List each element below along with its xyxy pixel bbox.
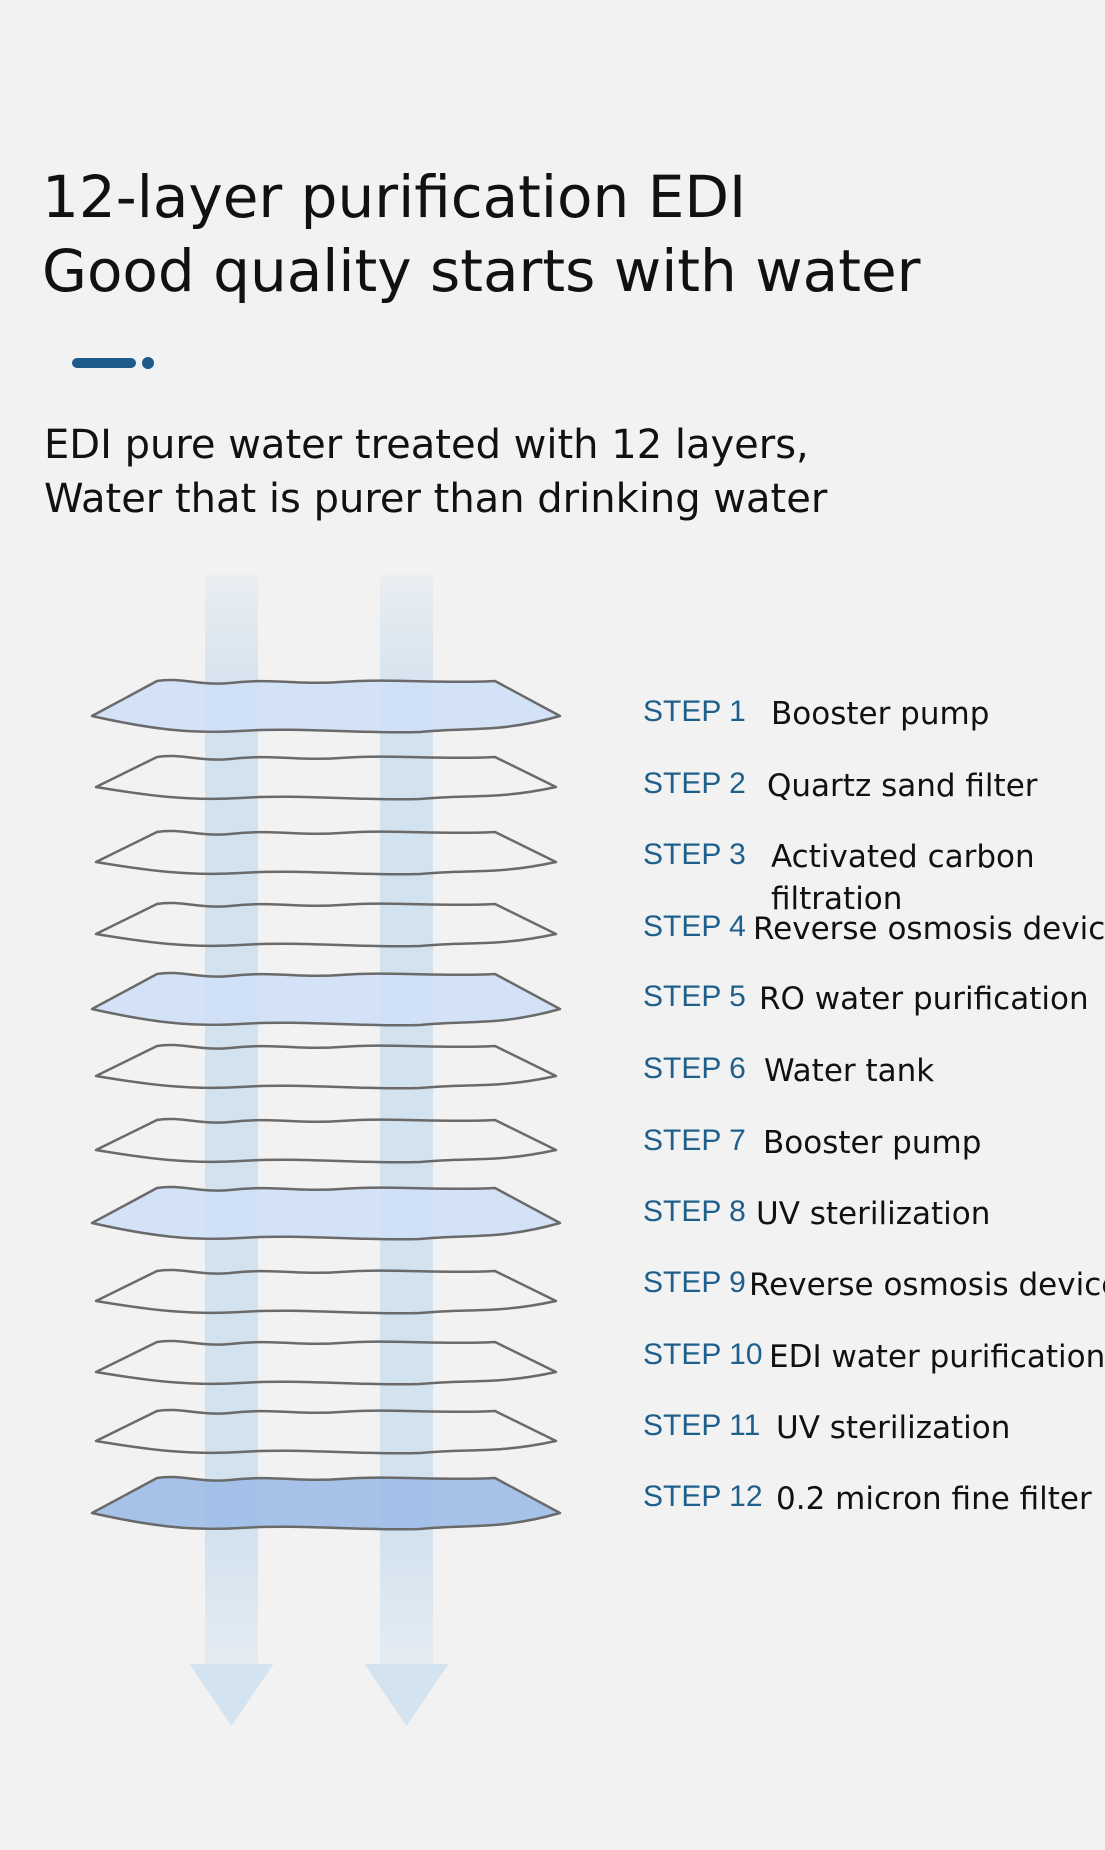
filter-layer-8: [90, 1185, 562, 1241]
flow-arrow-2-icon: [364, 1664, 449, 1726]
filter-layer-6: [94, 1043, 558, 1090]
step-number: STEP 4: [643, 910, 746, 943]
subheading-line-2: Water that is purer than drinking water: [44, 476, 828, 522]
subheading-line-1: EDI pure water treated with 12 layers,: [44, 422, 809, 468]
filter-layer-4: [94, 901, 558, 948]
step-name: UV sterilization: [756, 1196, 991, 1232]
filter-layer-3: [94, 829, 558, 876]
accent-dash: [72, 358, 136, 368]
filter-layer-5: [90, 971, 562, 1027]
step-name: Activated carbon filtration: [771, 839, 1035, 917]
step-name: Reverse osmosis device: [753, 911, 1105, 947]
subheading: EDI pure water treated with 12 layers, W…: [44, 418, 827, 526]
step-number: STEP 10: [643, 1338, 763, 1371]
filter-layer-1: [90, 678, 562, 734]
accent-divider: [72, 356, 182, 370]
water-flow: [189, 575, 449, 1726]
filter-layer-11: [94, 1408, 558, 1455]
step-number: STEP 3: [643, 838, 746, 871]
flow-arrow-1-icon: [189, 1664, 274, 1726]
step-name: Quartz sand filter: [767, 768, 1038, 804]
step-name: Booster pump: [771, 696, 990, 732]
filter-layer-2: [94, 754, 558, 801]
step-name: RO water purification: [759, 981, 1089, 1017]
headline: 12-layer purification EDI Good quality s…: [42, 160, 921, 308]
step-number: STEP 12: [643, 1480, 763, 1513]
step-number: STEP 2: [643, 767, 746, 800]
step-number: STEP 11: [643, 1409, 761, 1442]
filter-layer-10: [94, 1339, 558, 1386]
accent-dot: [142, 357, 154, 369]
headline-line-2: Good quality starts with water: [42, 237, 921, 305]
filter-layers-diagram: [90, 575, 562, 1726]
filter-layer-stack: [90, 678, 562, 1531]
step-number: STEP 9: [643, 1266, 746, 1299]
step-number: STEP 1: [643, 695, 746, 728]
filter-layer-9: [94, 1268, 558, 1315]
headline-line-1: 12-layer purification EDI: [42, 163, 747, 231]
step-name: Booster pump: [763, 1125, 982, 1161]
step-number: STEP 5: [643, 980, 746, 1013]
filter-layer-7: [94, 1117, 558, 1164]
step-number: STEP 8: [643, 1195, 746, 1228]
filter-layer-12: [90, 1475, 562, 1531]
step-number: STEP 6: [643, 1052, 746, 1085]
step-name: Water tank: [764, 1053, 935, 1089]
step-name: 0.2 micron fine filter: [776, 1481, 1092, 1517]
step-name: Reverse osmosis device: [749, 1267, 1105, 1303]
step-name: EDI water purification: [769, 1339, 1105, 1375]
step-name: UV sterilization: [776, 1410, 1011, 1446]
step-number: STEP 7: [643, 1124, 746, 1157]
